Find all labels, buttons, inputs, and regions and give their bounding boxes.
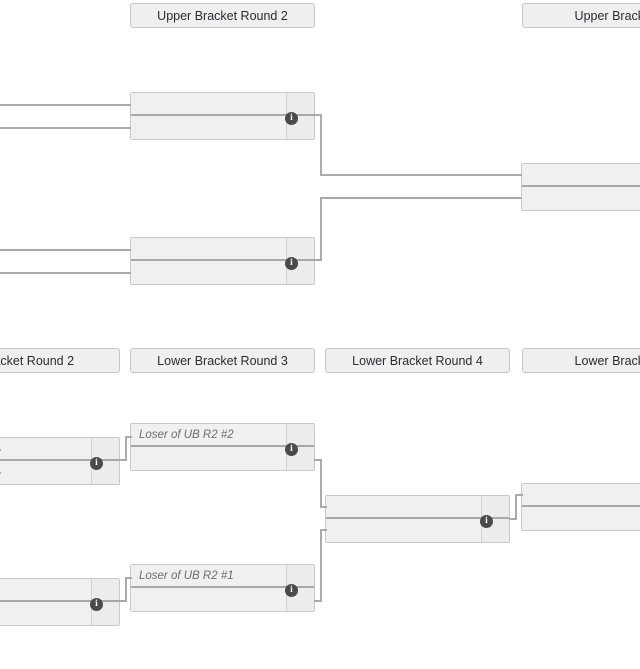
- round-header-lower-bracket-round-5[interactable]: Lower Bracket: [522, 348, 640, 373]
- round-header-upper-bracket-round-3[interactable]: Upper Bracket: [522, 3, 640, 28]
- round-header-label: Lower Bracket: [574, 353, 640, 368]
- match-slot-bottom[interactable]: [522, 507, 640, 530]
- connector-lb-r2-m1-feed-top: [0, 449, 1, 451]
- slot-participant-name: Loser of UB R2 #2: [139, 428, 234, 441]
- connector-ub-r2-m2-feed-bottom: [0, 272, 131, 274]
- connector-lb-r3-m2-vertical: [320, 529, 322, 602]
- info-icon[interactable]: i: [480, 515, 493, 528]
- slot-score: [91, 579, 119, 600]
- round-header-label: Lower Bracket Round 4: [352, 353, 483, 368]
- match-lb-r4-m1[interactable]: i: [325, 495, 510, 543]
- match-lb-r3-m1[interactable]: Loser of UB R2 #2 i: [130, 423, 315, 471]
- match-lb-r5-m1[interactable]: [521, 483, 640, 531]
- match-slot-top[interactable]: [131, 93, 314, 116]
- connector-lb-r5-in: [515, 494, 523, 496]
- connector-ub-r3-in-top: [320, 174, 522, 176]
- connector-lb-r2-m2-vertical: [125, 577, 127, 602]
- match-slot-top[interactable]: Loser of UB R2 #1: [131, 565, 314, 588]
- slot-score: [286, 93, 314, 114]
- connector-lb-r3-m2-in: [125, 577, 132, 579]
- match-slot-top[interactable]: [0, 438, 119, 461]
- connector-ub-r2-m1-out: [314, 114, 322, 116]
- connector-ub-r2-m2-out: [314, 259, 322, 261]
- match-lb-r2-m2[interactable]: i: [0, 578, 120, 626]
- slot-score: [286, 565, 314, 586]
- match-lb-r3-m2[interactable]: Loser of UB R2 #1 i: [130, 564, 315, 612]
- connector-lb-r2-m1-vertical: [125, 436, 127, 461]
- connector-lb-r2-m2-out: [119, 600, 127, 602]
- connector-lb-r4-in-top: [320, 506, 327, 508]
- round-header-lower-bracket-round-4[interactable]: Lower Bracket Round 4: [325, 348, 510, 373]
- match-slot-top[interactable]: [522, 484, 640, 507]
- info-icon[interactable]: i: [90, 457, 103, 470]
- match-slot-top[interactable]: [131, 238, 314, 261]
- connector-lb-r4-in-bottom: [320, 529, 327, 531]
- connector-ub-r2-m1-feed-bottom: [0, 127, 131, 129]
- info-icon[interactable]: i: [285, 443, 298, 456]
- slot-score: [286, 424, 314, 445]
- slot-score: [481, 496, 509, 517]
- round-header-label: Lower Bracket Round 3: [157, 353, 288, 368]
- match-slot-top[interactable]: Loser of UB R2 #2: [131, 424, 314, 447]
- info-icon[interactable]: i: [285, 257, 298, 270]
- info-icon[interactable]: i: [285, 584, 298, 597]
- connector-ub-r2-m2-vertical: [320, 197, 322, 261]
- connector-ub-r2-m1-vertical: [320, 114, 322, 176]
- match-slot-top[interactable]: [522, 164, 640, 187]
- connector-lb-r4-vertical: [515, 494, 517, 520]
- match-slot-top[interactable]: [0, 579, 119, 602]
- connector-ub-r3-in-bottom: [320, 197, 522, 199]
- round-header-label: Upper Bracket Round 2: [157, 8, 288, 23]
- match-ub-r3-m1[interactable]: [521, 163, 640, 211]
- connector-ub-r2-m2-feed-top: [0, 249, 131, 251]
- slot-participant-name: Loser of UB R2 #1: [139, 569, 234, 582]
- slot-score: [91, 438, 119, 459]
- match-slot-bottom[interactable]: [0, 461, 119, 484]
- match-lb-r2-m1[interactable]: i: [0, 437, 120, 485]
- match-ub-r2-m1[interactable]: i: [130, 92, 315, 140]
- match-slot-top[interactable]: [326, 496, 509, 519]
- info-icon[interactable]: i: [90, 598, 103, 611]
- connector-lb-r3-m1-in: [125, 436, 132, 438]
- connector-lb-r3-m2-out: [314, 600, 322, 602]
- info-icon[interactable]: i: [285, 112, 298, 125]
- connector-lb-r3-m1-out: [314, 459, 322, 461]
- round-header-upper-bracket-round-2[interactable]: Upper Bracket Round 2: [130, 3, 315, 28]
- match-ub-r2-m2[interactable]: i: [130, 237, 315, 285]
- connector-lb-r3-m1-vertical: [320, 459, 322, 508]
- connector-lb-r2-m1-out: [119, 459, 127, 461]
- round-header-lower-bracket-round-3[interactable]: Lower Bracket Round 3: [130, 348, 315, 373]
- connector-ub-r2-m1-feed-top: [0, 104, 131, 106]
- connector-lb-r4-out: [509, 518, 517, 520]
- round-header-label: Upper Bracket: [574, 8, 640, 23]
- round-header-label: Bracket Round 2: [0, 353, 75, 368]
- match-slot-bottom[interactable]: [522, 187, 640, 210]
- slot-score: [286, 238, 314, 259]
- round-header-lower-bracket-round-2[interactable]: Bracket Round 2: [0, 348, 120, 373]
- connector-lb-r2-m1-feed-bottom: [0, 472, 1, 474]
